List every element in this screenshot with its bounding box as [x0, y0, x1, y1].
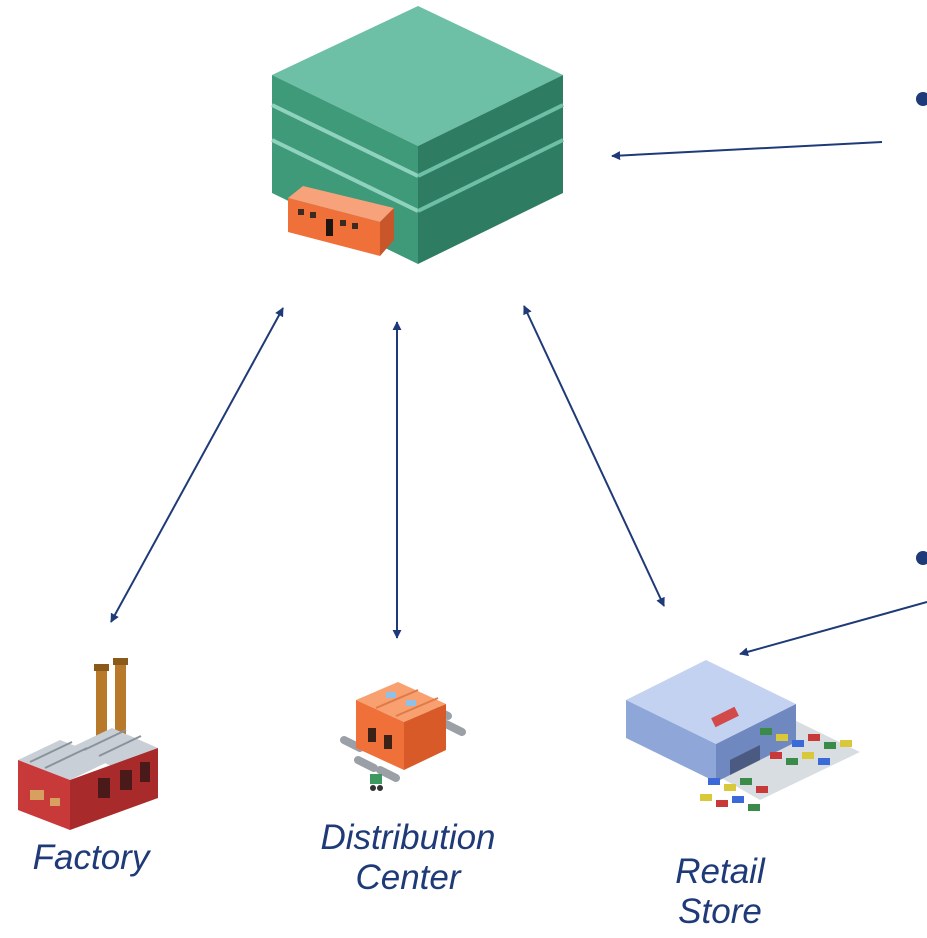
arrow-right-to-retail — [739, 601, 927, 657]
retail-store-label-line1: Retail — [675, 852, 765, 891]
retail-store-label: Retail Store — [650, 852, 790, 932]
factory-label: Factory — [6, 838, 176, 878]
arrow-central-factory — [110, 307, 284, 623]
bullet-marker-bottom — [916, 551, 927, 565]
factory-icon — [18, 658, 158, 830]
retail-store-label-line2: Store — [678, 892, 762, 931]
distribution-center-label: Distribution Center — [288, 818, 528, 898]
distribution-center-label-line1: Distribution — [320, 818, 496, 857]
distribution-center-label-line2: Center — [355, 858, 461, 897]
arrow-central-retail — [523, 305, 665, 607]
warehouse-building-icon — [288, 186, 394, 256]
distribution-center-icon — [340, 682, 466, 791]
retail-store-icon — [626, 660, 860, 811]
data-warehouse-icon — [271, 6, 564, 264]
bullet-marker-top — [916, 92, 927, 106]
factory-label-text: Factory — [32, 838, 150, 877]
arrow-right-to-central — [611, 141, 883, 161]
